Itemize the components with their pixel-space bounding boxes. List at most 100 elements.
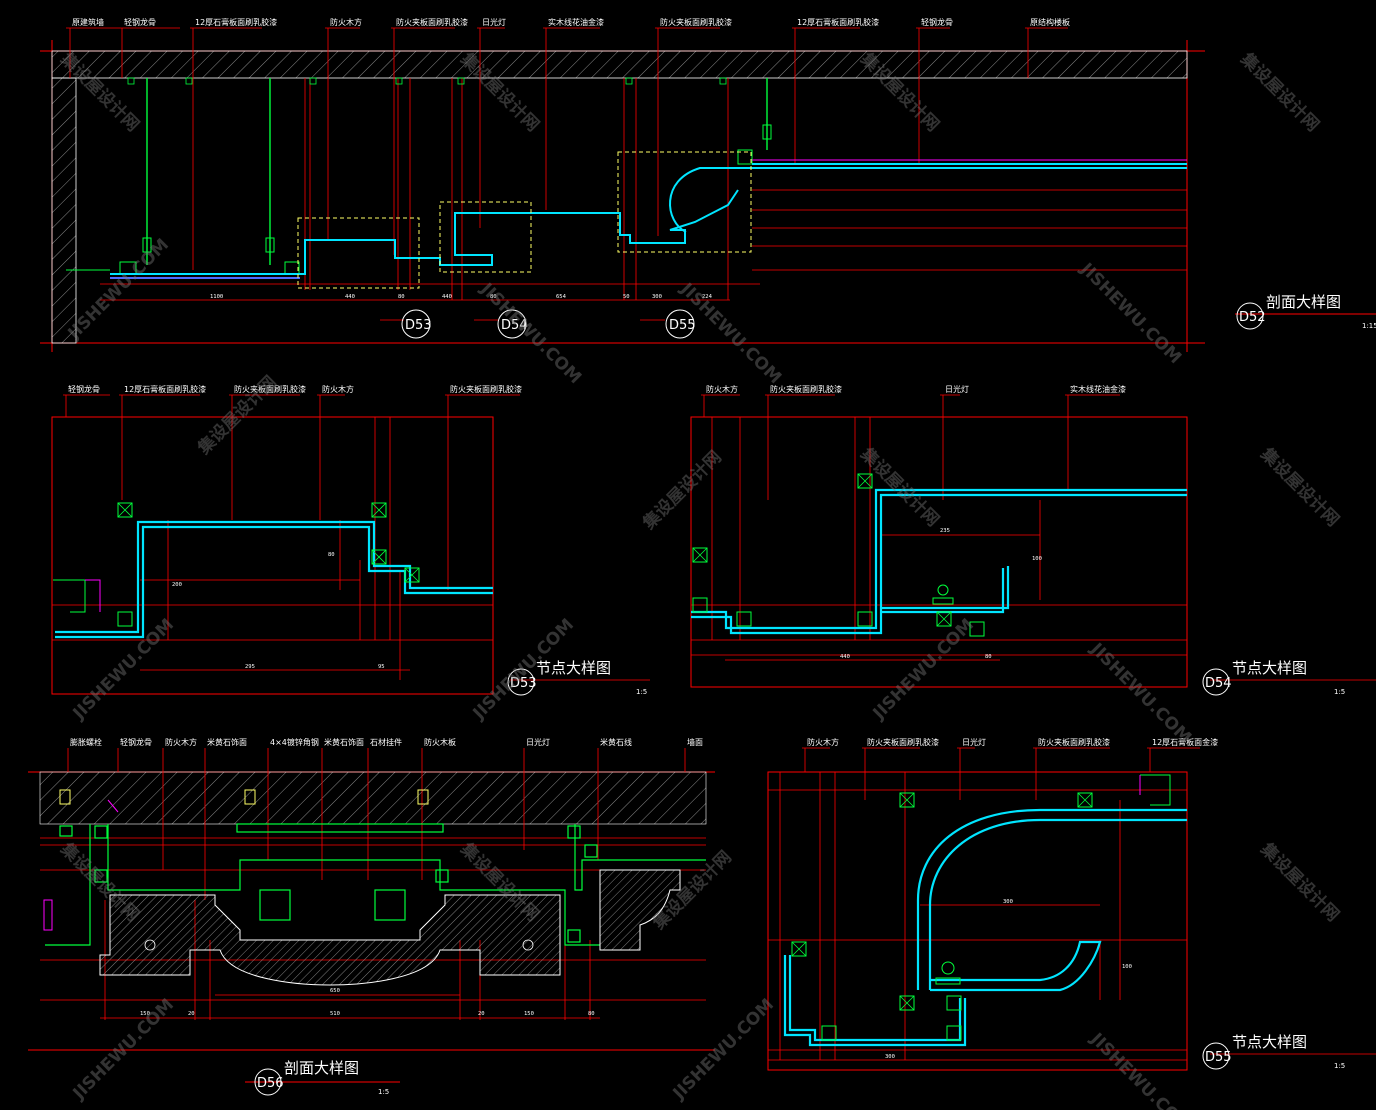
watermark-en-1: JISHEWU.COM [64,235,173,344]
d56-slab [39,771,707,825]
label-top-2: 轻钢龙骨 [124,17,156,27]
callout-d54: D54 [501,318,528,333]
dim-d53-1: 295 [245,664,255,670]
label-d56-5: 4×4镀锌角钢 [270,737,319,747]
dim-d54-3: 235 [940,528,950,534]
title-tag-d54: D54 [1205,676,1232,691]
label-d55-2: 防火夹板面刷乳胶漆 [867,737,939,747]
label-top-7: 实木线花油金漆 [548,17,604,27]
callout-d54-circle [497,309,527,339]
structural-slab [51,50,1188,79]
label-d56-10: 米黄石线 [600,737,632,747]
watermark-en-7: JISHEWU.COM [869,615,978,724]
label-d55-3: 日光灯 [962,737,986,747]
detail-box-d53 [297,217,420,289]
title-d52: 剖面大样图 [1266,293,1341,311]
watermark-en-4: JISHEWU.COM [1076,259,1185,368]
watermark-cn-12: 集设屋设计网 [1256,838,1344,926]
dim-d56-1: 150 [140,1011,150,1017]
detail-box-d54 [439,201,532,273]
label-top-8: 防火夹板面刷乳胶漆 [660,17,732,27]
label-d56-7: 石材挂件 [370,737,402,747]
callout-d53: D53 [405,318,432,333]
dim-top-3: 80 [398,294,405,300]
callout-d53-circle [401,309,431,339]
dim-d56-6: 80 [588,1011,595,1017]
title-tag-d52: D52 [1239,310,1266,325]
watermark-cn-9: 集设屋设计网 [56,838,144,926]
label-d53-1: 轻钢龙骨 [68,384,100,394]
dim-d56-3: 510 [330,1011,340,1017]
detail-d56: 膨胀螺栓 轻钢龙骨 防火木方 米黄石饰面 4×4镀锌角钢 米黄石饰面 石材挂件 … [28,737,715,1096]
watermark-cn-6: 集设屋设计网 [638,447,726,535]
dim-d56-2: 20 [188,1011,195,1017]
scale-d52: 1:15 [1362,322,1376,330]
label-top-10: 轻钢龙骨 [921,17,953,27]
label-d56-9: 日光灯 [526,737,550,747]
watermark-en-11: JISHEWU.COM [1086,1029,1195,1110]
dim-d54-1: 440 [840,654,850,660]
dim-d54-2: 80 [985,654,992,660]
callout-d55-circle [665,309,695,339]
label-d54-3: 日光灯 [945,384,969,394]
dim-d55-3: 100 [1122,964,1132,970]
label-d56-2: 轻钢龙骨 [120,737,152,747]
dim-d53-4: 200 [172,582,182,588]
label-d56-6: 米黄石饰面 [324,737,364,747]
label-d56-3: 防火木方 [165,737,197,747]
dim-top-9: 224 [702,294,713,300]
label-d53-2: 12厚石膏板面刷乳胶漆 [124,384,206,394]
dim-d53-2: 95 [378,664,385,670]
dim-top-2: 440 [345,294,355,300]
title-tag-d56: D56 [257,1076,284,1091]
scale-d53: 1:5 [636,688,647,696]
dim-top-6: 654 [556,294,567,300]
label-d56-1: 膨胀螺栓 [70,737,102,747]
title-tag-d55: D55 [1205,1050,1232,1065]
label-top-9: 12厚石膏板面刷乳胶漆 [797,17,879,27]
label-top-11: 原结构楼板 [1030,17,1070,27]
label-d55-5: 12厚石膏板面金漆 [1152,737,1218,747]
label-top-1: 原建筑墙 [72,17,104,27]
structural-wall [51,77,77,344]
label-top-4: 防火木方 [330,17,362,27]
detail-d55: 防火木方 防火夹板面刷乳胶漆 日光灯 防火夹板面刷乳胶漆 12厚石膏板面金漆 3… [767,737,1376,1071]
watermark-en-2: JISHEWU.COM [476,279,585,388]
dim-top-8: 300 [652,294,662,300]
label-d54-1: 防火木方 [706,384,738,394]
detail-d54: 防火木方 防火夹板面刷乳胶漆 日光灯 实木线花油金漆 440 80 235 10… [690,384,1376,696]
watermark-cn-7: 集设屋设计网 [856,443,944,531]
label-d54-4: 实木线花油金漆 [1070,384,1126,394]
dim-d55-2: 300 [885,1054,895,1060]
label-d56-4: 米黄石饰面 [207,737,247,747]
scale-d56: 1:5 [378,1088,389,1096]
watermark-en-3: JISHEWU.COM [676,279,785,388]
dim-d55-1: 300 [1003,899,1013,905]
watermark-cn-8: 集设屋设计网 [1256,443,1344,531]
watermark-cn-4: 集设屋设计网 [1236,48,1324,136]
label-d53-4: 防火木方 [322,384,354,394]
label-top-5: 防火夹板面刷乳胶漆 [396,17,468,27]
label-d53-3: 防火夹板面刷乳胶漆 [234,384,306,394]
callout-d55: D55 [669,318,696,333]
label-d56-11: 墙面 [687,737,703,747]
label-top-6: 日光灯 [482,17,506,27]
dim-d56-7: 650 [330,988,340,994]
label-d55-4: 防火夹板面刷乳胶漆 [1038,737,1110,747]
title-tag-d53: D53 [510,676,537,691]
scale-d54: 1:5 [1334,688,1345,696]
dim-top-4: 440 [442,294,452,300]
title-d53: 节点大样图 [536,659,611,677]
detail-d53: 轻钢龙骨 12厚石膏板面刷乳胶漆 防火夹板面刷乳胶漆 防火木方 防火夹板面刷乳胶… [51,384,650,696]
label-d56-8: 防火木板 [424,737,456,747]
label-d55-1: 防火木方 [807,737,839,747]
title-d56: 剖面大样图 [284,1059,359,1077]
dim-d56-4: 20 [478,1011,485,1017]
label-d53-5: 防火夹板面刷乳胶漆 [450,384,522,394]
scale-d55: 1:5 [1334,1062,1345,1070]
dim-top-1: 1100 [210,294,223,300]
dim-top-7: 50 [623,294,630,300]
dim-d54-4: 100 [1032,556,1042,562]
d56-stone [99,894,561,986]
